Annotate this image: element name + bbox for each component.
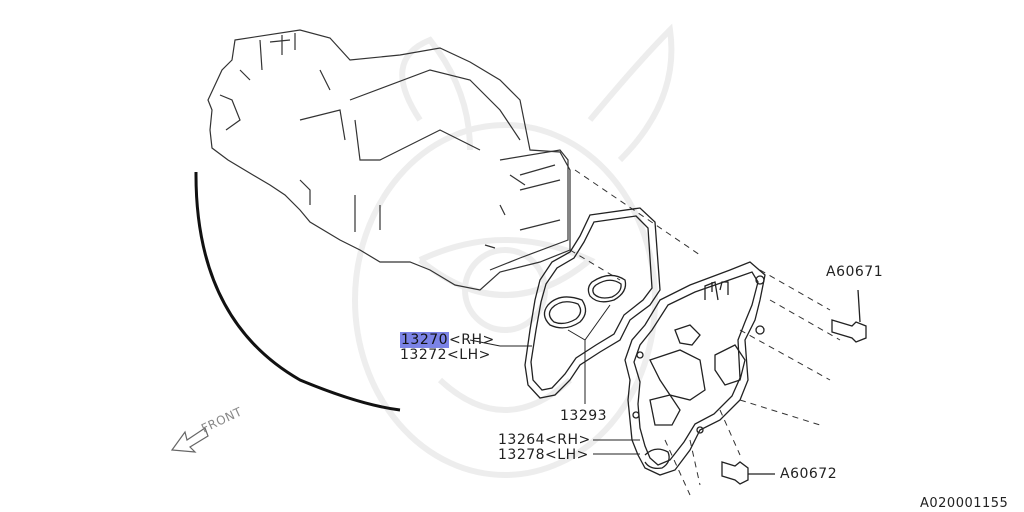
part-side: <RH> [545,432,591,448]
leader-lines [469,304,640,455]
part-a60672[interactable]: A60672 [780,466,837,482]
part-side: <LH> [545,447,589,463]
alignment-dashed-lines [569,169,841,496]
part-number[interactable]: 13293 [560,408,608,424]
part-number-highlight[interactable]: 13270 [400,332,450,348]
part-number[interactable]: A60672 [780,466,838,482]
part-13293[interactable]: 13293 [560,408,607,424]
part-side: <LH> [447,347,491,363]
part-a60671[interactable]: A60671 [826,264,883,280]
part-13270-rh[interactable]: 13270<RH> [400,332,495,348]
valve-cover [624,261,766,476]
valve-cover-gasket [524,207,661,399]
front-arc [194,171,401,412]
bolt-a60671 [831,289,867,343]
figure-id: A020001155 [920,496,1009,511]
part-number[interactable]: 13272 [400,347,448,363]
part-13264-rh[interactable]: 13264<RH> [498,432,591,448]
front-arrow-icon [170,427,209,453]
part-number[interactable]: 13278 [498,447,546,463]
part-number[interactable]: A60671 [826,264,884,280]
part-number[interactable]: 13264 [498,432,546,448]
bolt-a60672 [721,461,775,485]
part-13272-lh[interactable]: 13272<LH> [400,347,491,363]
part-13278-lh[interactable]: 13278<LH> [498,447,589,463]
engine-block-outline [207,29,571,291]
watermark-emblem [352,23,675,478]
part-side: <RH> [449,332,495,348]
